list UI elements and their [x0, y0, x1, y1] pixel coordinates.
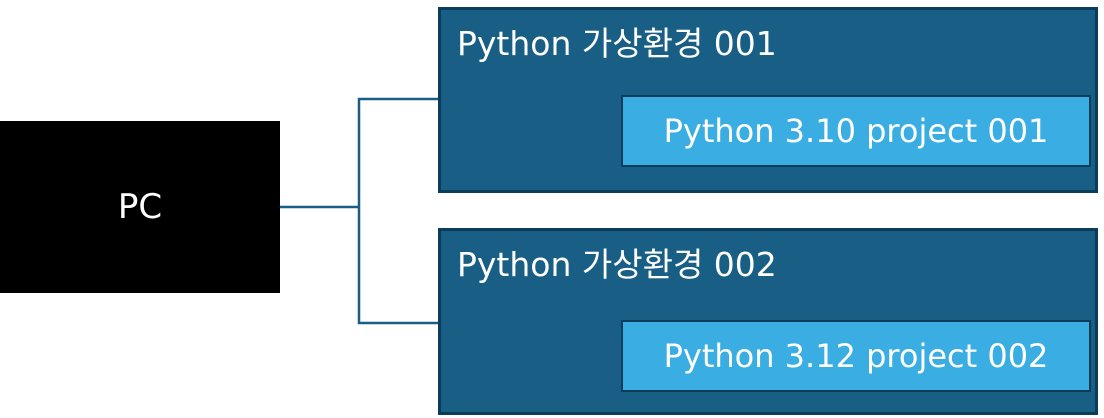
project-box-001: Python 3.10 project 001	[621, 95, 1091, 167]
pc-label: PC	[117, 187, 163, 227]
project-box-002: Python 3.12 project 002	[621, 320, 1091, 392]
env-box-002: Python 가상환경 002 Python 3.12 project 002	[438, 228, 1098, 415]
pc-node: PC	[0, 121, 280, 293]
connector-bracket	[357, 97, 438, 325]
env-title-002: Python 가상환경 002	[457, 245, 777, 284]
project-label-002: Python 3.12 project 002	[663, 337, 1049, 375]
env-box-001: Python 가상환경 001 Python 3.10 project 001	[438, 7, 1098, 193]
project-label-001: Python 3.10 project 001	[663, 112, 1049, 150]
env-title-001: Python 가상환경 001	[457, 24, 777, 63]
